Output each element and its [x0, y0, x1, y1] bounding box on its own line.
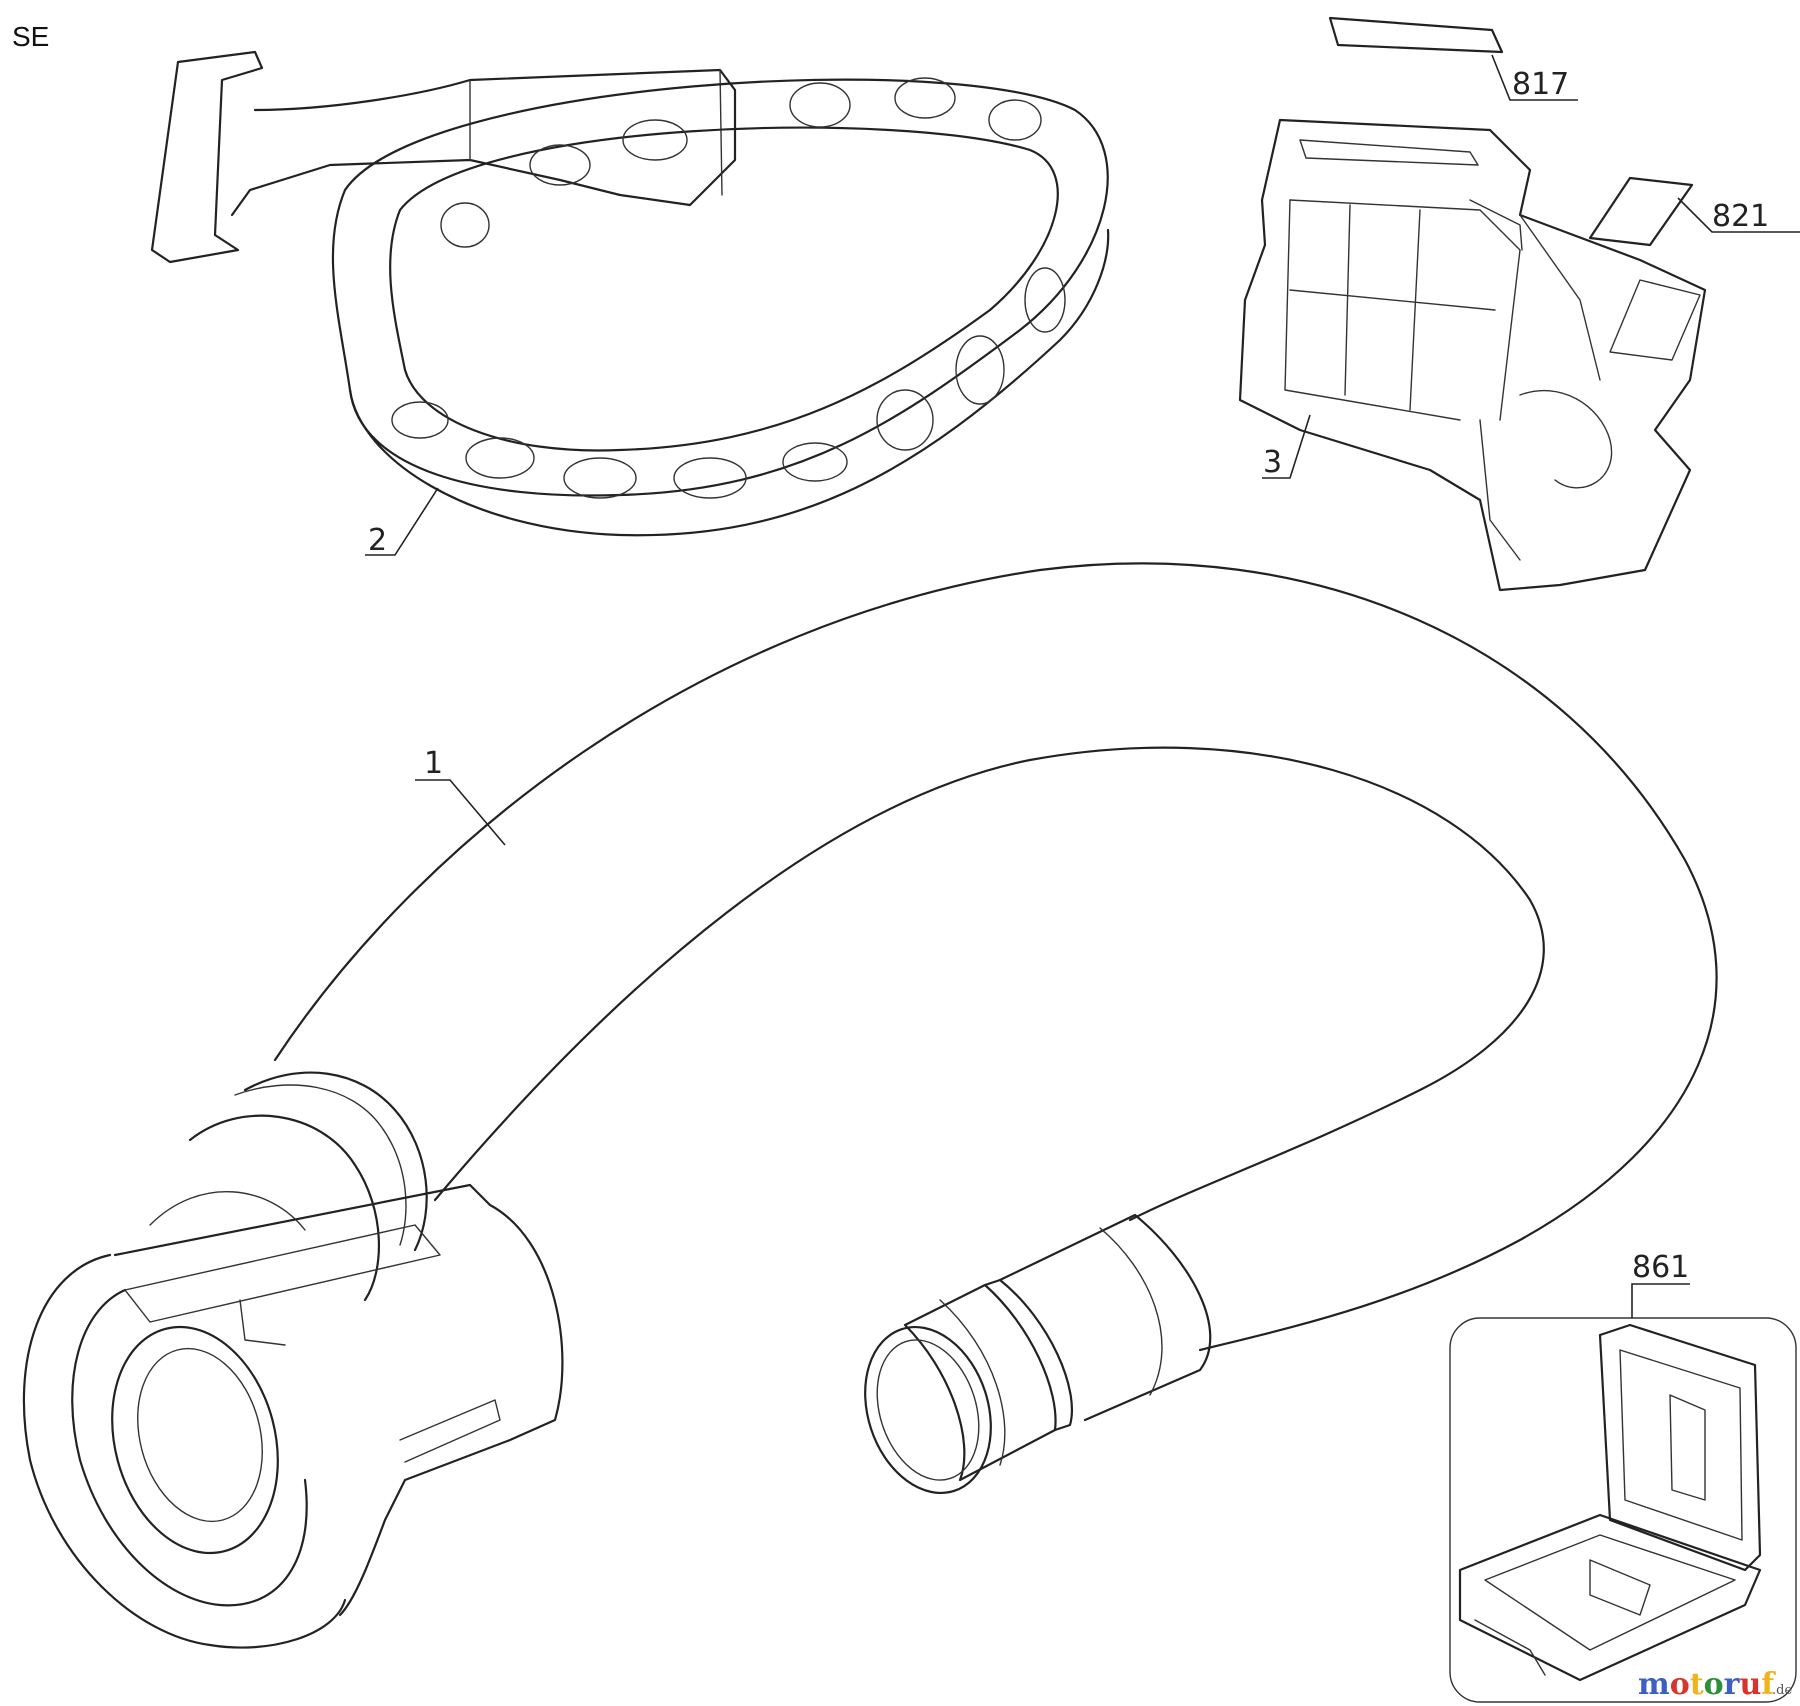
callout-bracket: 3 — [1263, 445, 1282, 480]
handle-stem — [230, 68, 737, 217]
part-hose: 1 — [22, 562, 1718, 1649]
part-bracket: 3 — [1238, 118, 1707, 592]
callout-821: 821 — [1712, 199, 1769, 234]
hose-large-collar — [188, 1114, 381, 1302]
bracket-body — [1238, 118, 1707, 592]
callout-hose: 1 — [424, 746, 443, 781]
callout-ring: 2 — [368, 523, 387, 558]
leader-hose — [415, 779, 506, 846]
hose-adapter-face — [71, 1288, 308, 1607]
hose-adapter-flange — [22, 1253, 347, 1649]
part-label-821: 821 — [1588, 176, 1800, 247]
handle-grip — [150, 50, 264, 264]
part-carry-case: 861 — [1449, 1250, 1797, 1703]
watermark-suffix: .de — [1772, 1683, 1792, 1698]
leader-bracket — [1262, 414, 1311, 479]
part-handle-ring: 2 — [150, 50, 1110, 558]
case-base — [1458, 1513, 1762, 1682]
callout-case: 861 — [1632, 1250, 1689, 1285]
hose-outer-edge — [273, 562, 1718, 1352]
corner-label: SE — [12, 21, 49, 52]
case-inset-frame — [1449, 1317, 1797, 1703]
hose-small-cuff — [998, 1213, 1212, 1422]
leader-817 — [1491, 54, 1578, 101]
hose-adapter-bore — [111, 1325, 279, 1555]
leader-case — [1631, 1283, 1690, 1318]
part-label-817: 817 — [1328, 16, 1578, 102]
leader-821 — [1677, 197, 1800, 233]
hose-adapter-body — [113, 1183, 564, 1617]
label-817-sticker — [1328, 16, 1504, 54]
hose-inner-edge — [433, 746, 1545, 1222]
hose-small-collar — [983, 1278, 1073, 1432]
case-lid — [1598, 1323, 1762, 1572]
ring-bottom-edge — [348, 228, 1110, 537]
hose-large-ring — [243, 1071, 428, 1252]
watermark-text: motoruf — [1638, 1667, 1776, 1702]
callout-817: 817 — [1512, 67, 1569, 102]
leader-ring — [365, 487, 439, 556]
ring-holes — [391, 77, 1066, 499]
ring-inner — [389, 126, 1059, 452]
label-821-sticker — [1588, 176, 1694, 247]
hose-small-opening — [864, 1325, 992, 1495]
watermark-logo: motoruf .de — [1638, 1667, 1792, 1702]
